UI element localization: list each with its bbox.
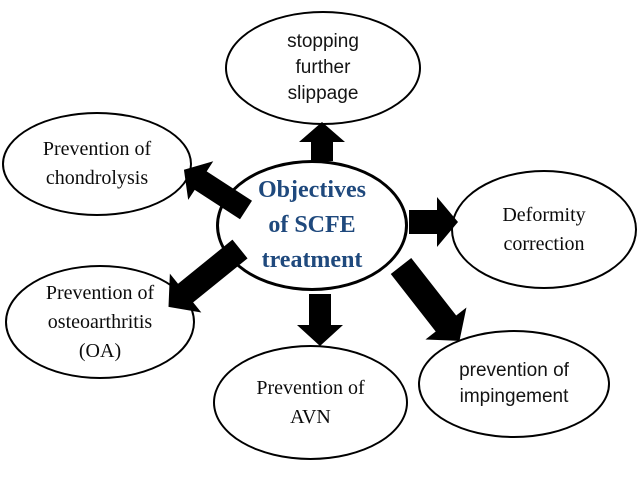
node-label: Prevention of osteoarthritis (OA): [46, 279, 154, 366]
node-label-line: Prevention of: [42, 138, 152, 160]
node-label-line: chondrolysis: [45, 167, 149, 189]
node-prevention-of-impingement: prevention of impingement: [418, 330, 610, 438]
center-label-line: treatment: [261, 246, 363, 273]
node-objectives-center: Objectives of SCFE treatment: [216, 160, 408, 291]
node-label-line: Prevention of: [45, 281, 155, 304]
node-label-line: Prevention of: [256, 376, 365, 399]
arrow-center-to-top-icon: [299, 122, 345, 161]
arrow-center-to-bottom-icon: [297, 294, 343, 346]
center-label-line: Objectives: [258, 177, 366, 204]
node-label-line: (OA): [78, 339, 122, 362]
node-label-line: stopping: [287, 31, 359, 53]
node-label-line: impingement: [459, 386, 569, 407]
node-label: Deformity correction: [502, 201, 585, 259]
node-label-line: osteoarthritis: [47, 310, 153, 333]
node-prevention-of-avn: Prevention of AVN: [213, 345, 408, 460]
node-label-line: prevention of: [459, 360, 569, 382]
node-label-line: slippage: [287, 82, 359, 104]
node-prevention-of-chondrolysis: Prevention of chondrolysis: [2, 112, 192, 216]
node-label: Prevention of AVN: [256, 374, 364, 432]
node-label: prevention of impingement: [459, 358, 569, 410]
node-label-line: AVN: [290, 405, 331, 428]
node-prevention-of-osteoarthritis: Prevention of osteoarthritis (OA): [5, 265, 195, 379]
node-label-line: further: [295, 57, 351, 79]
node-label: stopping further slippage: [287, 29, 359, 106]
node-stopping-further-slippage: stopping further slippage: [225, 11, 421, 125]
node-label: Prevention of chondrolysis: [43, 135, 151, 193]
node-label-line: correction: [503, 232, 585, 255]
node-deformity-correction: Deformity correction: [451, 170, 637, 289]
center-label: Objectives of SCFE treatment: [258, 173, 366, 277]
node-label-line: Deformity: [502, 203, 586, 226]
center-label-line: of SCFE: [268, 212, 356, 239]
